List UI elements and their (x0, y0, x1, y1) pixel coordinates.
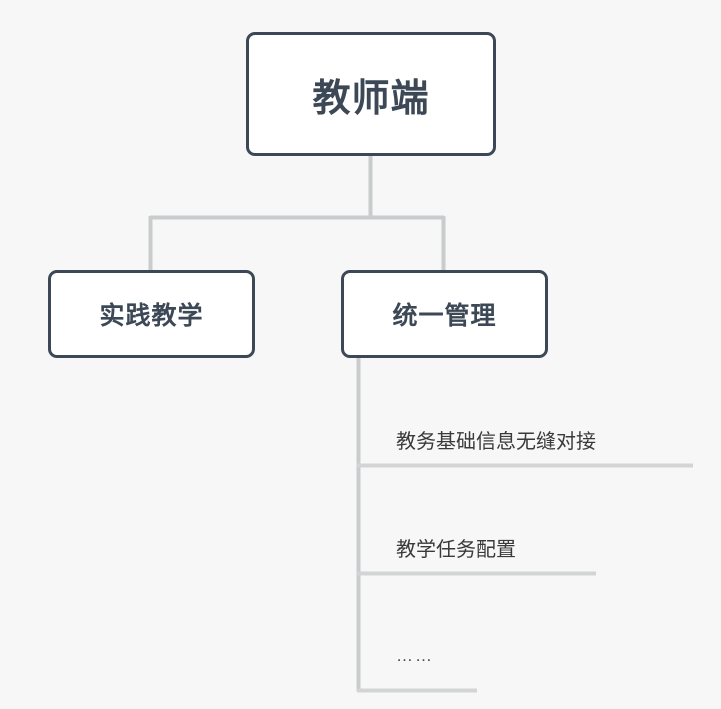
node-branch-practical-teaching[interactable]: 实践教学 (48, 270, 255, 358)
node-root-teacher-client[interactable]: 教师端 (246, 32, 496, 156)
leaf-item-ellipsis[interactable]: …… (396, 646, 434, 665)
leaf-item-teaching-task-config[interactable]: 教学任务配置 (396, 539, 516, 561)
node-branch-label-unified: 统一管理 (392, 302, 497, 330)
leaf-item-academic-info-integration[interactable]: 教务基础信息无缝对接 (396, 431, 596, 453)
node-branch-label-practical: 实践教学 (99, 302, 204, 330)
node-branch-unified-management[interactable]: 统一管理 (341, 270, 548, 358)
node-root-label: 教师端 (312, 77, 430, 120)
